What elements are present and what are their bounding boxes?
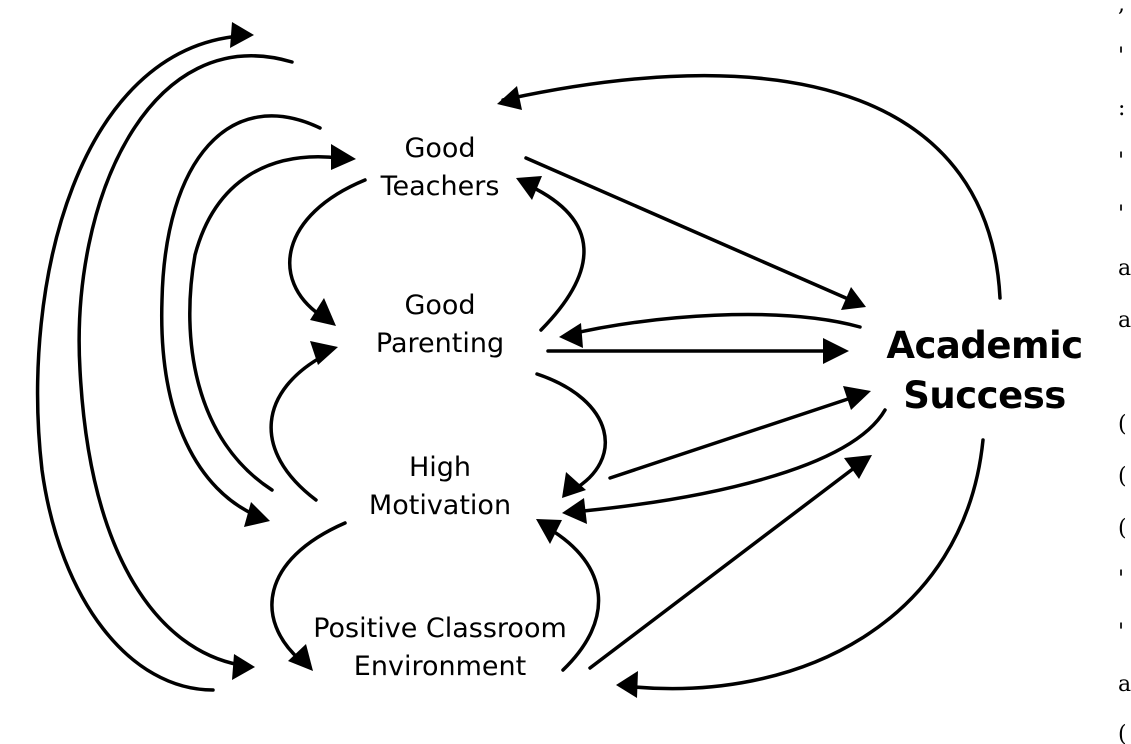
arrow-parenting-to-teachers <box>528 184 586 332</box>
arrowhead <box>562 472 586 498</box>
arrowhead <box>310 341 338 365</box>
arrow-motivation-to-parenting <box>269 353 327 502</box>
margin-fragment: ' <box>1118 620 1125 645</box>
arrowhead-group <box>230 22 872 698</box>
node-high-motivation: High Motivation <box>340 449 540 525</box>
node-academic-success: Academic Success <box>872 321 1097 421</box>
arrowhead <box>844 455 872 479</box>
margin-fragment: a <box>1118 308 1131 333</box>
arrowhead <box>331 144 356 170</box>
arrowhead <box>536 519 562 544</box>
arrowhead <box>288 644 313 671</box>
margin-fragment: ( <box>1118 464 1127 489</box>
node-good-parenting: Good Parenting <box>340 287 540 363</box>
node-academic-success-line2: Success <box>903 374 1066 417</box>
margin-fragment: ' <box>1118 567 1125 592</box>
arrow-success-to-parenting <box>565 312 862 337</box>
node-good-teachers: Good Teachers <box>340 130 540 206</box>
arrowhead <box>823 338 849 364</box>
node-good-parenting-line2: Parenting <box>375 328 505 359</box>
margin-fragment: ( <box>1118 516 1127 541</box>
arrowhead <box>232 654 255 680</box>
arrow-motivation-to-classroom <box>270 521 347 662</box>
arrow-motivation-to-teachers-outer <box>188 155 342 492</box>
margin-fragment: , <box>1118 0 1125 17</box>
margin-fragment: a <box>1118 256 1131 281</box>
arrow-parenting-to-motivation <box>535 372 608 492</box>
arrowhead <box>516 176 542 200</box>
arrowhead <box>244 502 270 527</box>
arrow-success-to-classroom-arc <box>622 438 985 691</box>
arrowhead <box>843 386 871 410</box>
node-good-parenting-line1: Good <box>404 290 476 321</box>
arrow-motivation-to-success <box>608 393 862 480</box>
arrowhead <box>562 498 587 524</box>
arrowhead <box>310 298 336 326</box>
arrow-classroom-to-motivation <box>546 526 601 672</box>
margin-fragment: ' <box>1118 149 1125 174</box>
arrow-success-to-teachers-arc <box>501 73 1002 300</box>
arrowhead <box>497 86 522 110</box>
arrow-group <box>35 34 1002 692</box>
node-good-teachers-line1: Good <box>404 133 476 164</box>
margin-fragment: ( <box>1118 722 1127 744</box>
arrowhead <box>230 22 254 48</box>
arrow-success-to-motivation <box>571 408 887 514</box>
arrowhead <box>616 671 638 698</box>
arrow-teachers-to-motivation-outer <box>160 114 322 517</box>
arrow-teachers-to-parenting <box>288 178 367 317</box>
arrow-top-loop-outer <box>35 34 242 692</box>
margin-fragment: : <box>1118 96 1126 121</box>
node-academic-success-line1: Academic <box>886 324 1083 367</box>
node-high-motivation-line2: Motivation <box>368 490 512 521</box>
arrowhead <box>559 323 583 348</box>
arrow-classroom-to-success <box>588 460 864 670</box>
node-positive-classroom-line2: Environment <box>353 651 527 682</box>
arrow-teachers-to-success <box>524 156 857 304</box>
node-high-motivation-line1: High <box>408 452 472 483</box>
margin-fragment: ( <box>1118 412 1127 437</box>
arrowhead <box>841 287 866 310</box>
cropped-margin-text: , ': ' ' a a ( ( ( ' ' a ( <box>1118 0 1131 744</box>
node-positive-classroom-line1: Positive Classroom <box>313 613 567 644</box>
margin-fragment: ' <box>1118 44 1125 69</box>
arrow-top-loop-inner <box>77 54 294 667</box>
node-good-teachers-line2: Teachers <box>380 171 500 202</box>
margin-fragment: a <box>1118 672 1131 697</box>
margin-fragment: ' <box>1118 202 1125 227</box>
node-positive-classroom-environment: Positive Classroom Environment <box>290 610 590 686</box>
